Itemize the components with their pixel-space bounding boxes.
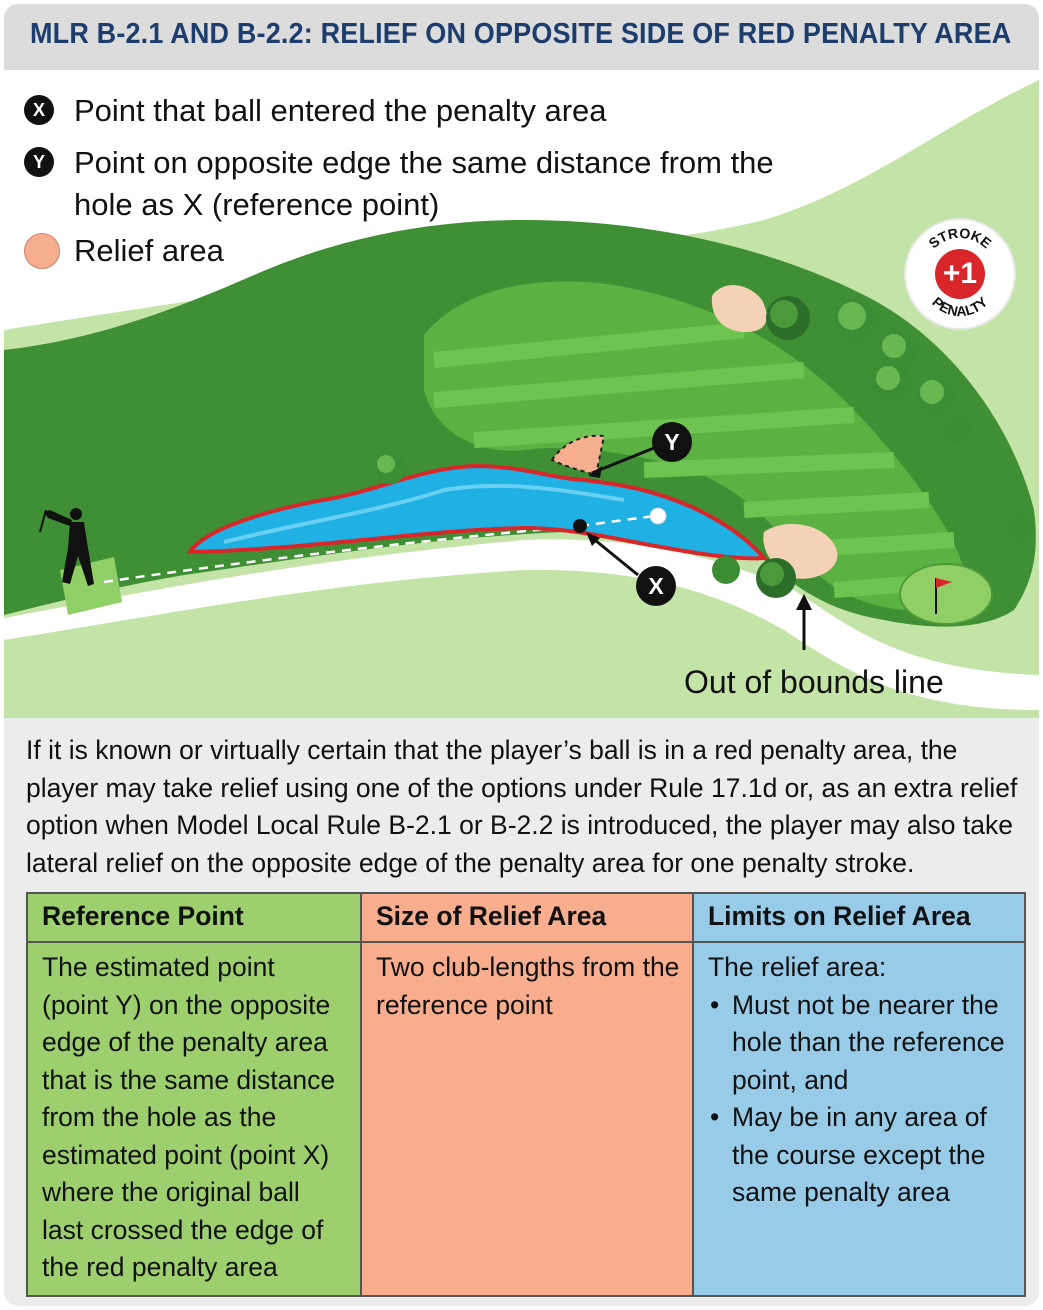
header-size-relief-area: Size of Relief Area <box>360 892 694 943</box>
upper-open-area <box>4 70 1039 330</box>
limit-item: May be in any area of the course except … <box>708 1099 1012 1212</box>
callout-y: Y <box>652 422 692 462</box>
header-limits-relief-area: Limits on Relief Area <box>692 892 1026 943</box>
trees <box>374 296 1034 598</box>
cell-reference-point: The estimated point (point Y) on the opp… <box>26 941 362 1297</box>
table-row: The estimated point (point Y) on the opp… <box>26 941 1026 1297</box>
page-title: MLR B-2.1 AND B-2.2: RELIEF ON OPPOSITE … <box>30 18 1012 50</box>
relief-area-shape <box>550 434 606 477</box>
flag <box>936 578 952 588</box>
stroke-penalty-badge: STROKE PENALTY +1 <box>906 220 1014 328</box>
golf-ball <box>649 507 667 525</box>
point-x-dot <box>573 519 587 533</box>
limits-list: Must not be nearer the hole than the ref… <box>708 987 1012 1212</box>
marker-y-icon: Y <box>24 147 54 177</box>
limit-item: Must not be nearer the hole than the ref… <box>708 987 1012 1100</box>
relief-area-swatch-icon <box>24 233 60 269</box>
relief-rules-table: Reference Point Size of Relief Area Limi… <box>26 892 1026 1297</box>
bunker-top <box>711 285 767 332</box>
title-bar: MLR B-2.1 AND B-2.2: RELIEF ON OPPOSITE … <box>4 4 1039 70</box>
out-of-bounds-strip <box>4 539 1039 710</box>
legend-label-x: Point that ball entered the penalty area <box>74 93 607 128</box>
badge-top-text: STROKE <box>925 225 994 252</box>
fairway <box>424 281 965 611</box>
course-map <box>4 70 1039 718</box>
legend-label-y: Point on opposite edge the same distance… <box>74 145 774 222</box>
rule-description: If it is known or virtually certain that… <box>26 735 1018 878</box>
course-illustration: X Point that ball entered the penalty ar… <box>4 70 1039 718</box>
callout-x: X <box>636 566 676 606</box>
legend-label-relief: Relief area <box>74 233 224 268</box>
cell-limits-relief-area: The relief area: Must not be nearer the … <box>692 941 1026 1297</box>
callout-line-x <box>589 534 639 577</box>
callout-arrowhead-x <box>586 532 600 546</box>
putting-green <box>899 563 993 625</box>
diagram-card: MLR B-2.1 AND B-2.2: RELIEF ON OPPOSITE … <box>4 4 1039 1306</box>
header-reference-point: Reference Point <box>26 892 362 943</box>
ball-path-water <box>579 514 655 528</box>
golfer-silhouette <box>39 508 94 586</box>
callout-line-y <box>591 446 655 475</box>
tee-box <box>60 557 122 615</box>
cell-size-relief-area: Two club-lengths from the reference poin… <box>360 941 694 1297</box>
oob-arrowhead <box>796 594 812 610</box>
svg-text:STROKE: STROKE <box>925 225 994 252</box>
marker-x-icon: X <box>24 95 54 125</box>
red-penalty-area <box>186 463 769 561</box>
table-header-row: Reference Point Size of Relief Area Limi… <box>26 892 1026 943</box>
out-of-bounds-label: Out of bounds line <box>684 664 944 700</box>
badge-center-value: +1 <box>935 249 985 299</box>
callout-arrowhead-y <box>588 466 602 478</box>
limits-intro: The relief area: <box>708 952 887 982</box>
water-highlight <box>223 483 625 544</box>
